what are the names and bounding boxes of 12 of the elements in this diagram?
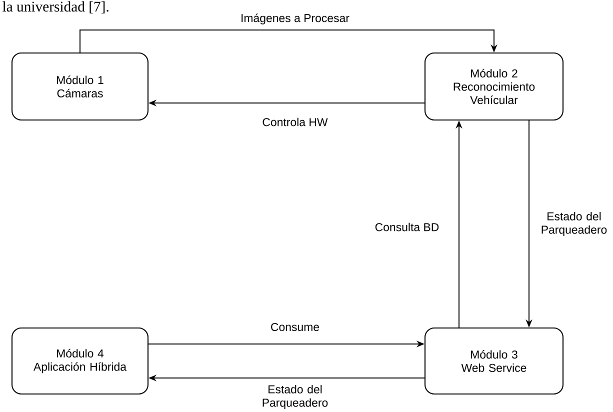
- arrow: [80, 30, 498, 53]
- module-box: Módulo 3 Web Service: [424, 327, 564, 395]
- edge-label: Estado del Parqueadero: [262, 385, 328, 410]
- edge-label: Controla HW: [262, 118, 328, 126]
- module-box: Módulo 4 Aplicación Híbrida: [11, 327, 149, 395]
- edge-label: Estado del Parqueadero: [542, 212, 607, 236]
- text-fragment: la universidad [7].: [2, 1, 108, 14]
- edge-label: Consulta BD: [375, 222, 439, 232]
- module-box: Módulo 1 Cámaras: [11, 52, 149, 121]
- module-box: Módulo 2 Reconocimiento Vehícular: [424, 52, 564, 121]
- edge-label: Imágenes a Procesar: [242, 14, 350, 24]
- edge-label: Consume: [271, 322, 320, 332]
